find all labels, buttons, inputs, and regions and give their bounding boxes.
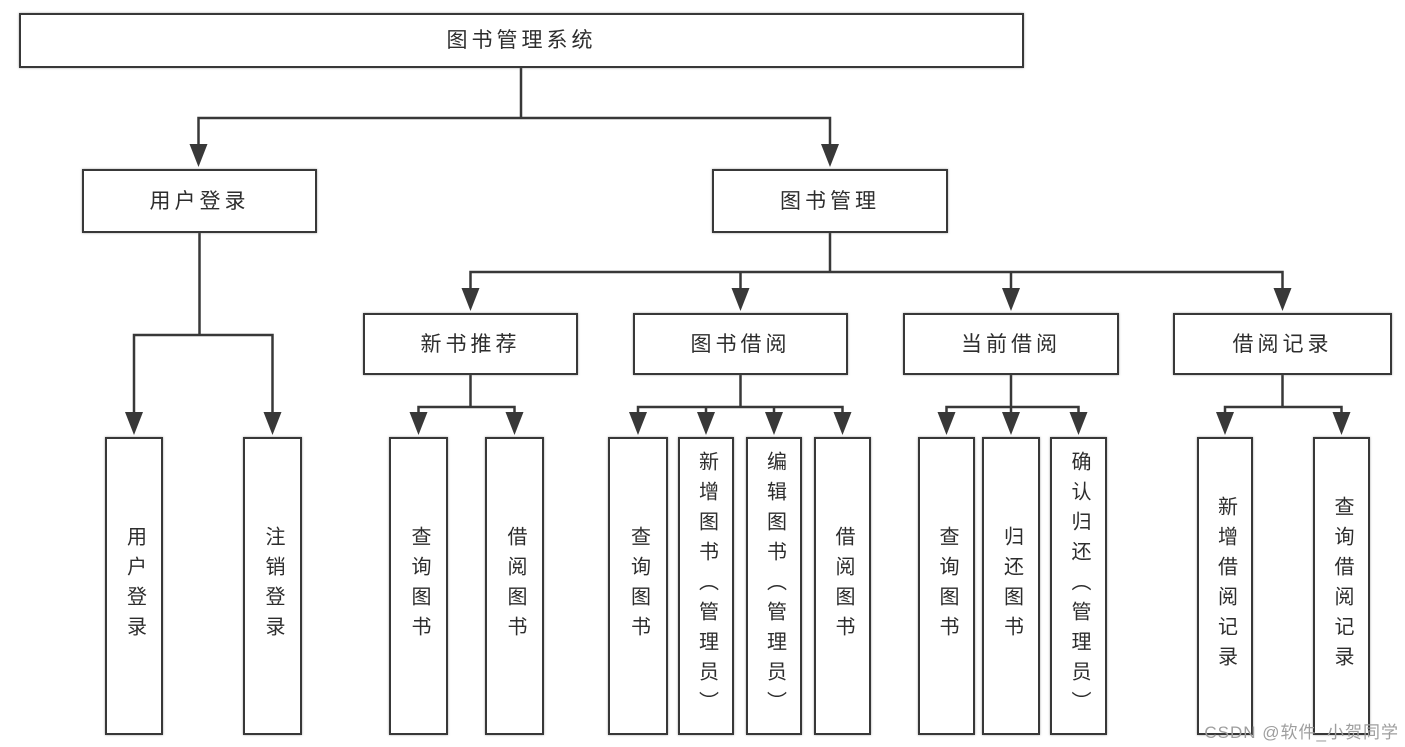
csdn-watermark: CSDN @软件_小贺同学 bbox=[1204, 723, 1399, 742]
node-library-management-system: 图书管理系统 bbox=[19, 13, 1024, 68]
leaf-label: 借阅图书 bbox=[504, 526, 526, 646]
node-new-book-recommendation: 新书推荐 bbox=[363, 313, 578, 375]
node-label: 当前借阅 bbox=[961, 332, 1061, 356]
leaf-confirm-return-admin: 确认归还（管理员） bbox=[1050, 437, 1107, 735]
leaf-borrow-books: 借阅图书 bbox=[814, 437, 871, 735]
leaf-label: 借阅图书 bbox=[832, 526, 854, 646]
node-current-borrowing: 当前借阅 bbox=[903, 313, 1119, 375]
node-borrowing-records: 借阅记录 bbox=[1173, 313, 1392, 375]
leaf-query-books-recommend: 查询图书 bbox=[389, 437, 448, 735]
leaf-query-books-current: 查询图书 bbox=[918, 437, 975, 735]
leaf-label: 用户登录 bbox=[123, 526, 146, 646]
leaf-query-books-borrowing: 查询图书 bbox=[608, 437, 668, 735]
node-label: 借阅记录 bbox=[1232, 332, 1333, 356]
leaf-return-books: 归还图书 bbox=[982, 437, 1040, 735]
leaf-query-borrow-record: 查询借阅记录 bbox=[1313, 437, 1370, 735]
node-label: 图书管理系统 bbox=[446, 29, 597, 52]
leaf-user-login: 用户登录 bbox=[105, 437, 163, 735]
leaf-logout: 注销登录 bbox=[243, 437, 302, 735]
leaf-label: 确认归还（管理员） bbox=[1068, 451, 1090, 721]
leaf-borrow-books-recommend: 借阅图书 bbox=[485, 437, 544, 735]
leaf-add-borrow-record: 新增借阅记录 bbox=[1197, 437, 1253, 735]
node-book-borrowing: 图书借阅 bbox=[633, 313, 848, 375]
leaf-label: 查询图书 bbox=[627, 526, 650, 646]
leaf-edit-books-admin: 编辑图书（管理员） bbox=[746, 437, 802, 735]
node-label: 用户登录 bbox=[149, 189, 250, 213]
node-label: 图书管理 bbox=[780, 189, 880, 213]
leaf-label: 查询图书 bbox=[408, 526, 430, 646]
node-book-management: 图书管理 bbox=[712, 169, 948, 233]
leaf-label: 新增图书（管理员） bbox=[695, 451, 718, 721]
node-user-login: 用户登录 bbox=[82, 169, 317, 233]
leaf-label: 查询借阅记录 bbox=[1331, 496, 1353, 676]
leaf-label: 归还图书 bbox=[1000, 526, 1023, 646]
node-label: 图书借阅 bbox=[690, 332, 791, 356]
leaf-label: 新增借阅记录 bbox=[1214, 496, 1237, 676]
leaf-label: 查询图书 bbox=[936, 526, 958, 646]
leaf-label: 注销登录 bbox=[262, 526, 284, 646]
node-label: 新书推荐 bbox=[420, 332, 521, 356]
leaf-label: 编辑图书（管理员） bbox=[763, 451, 786, 721]
leaf-add-books-admin: 新增图书（管理员） bbox=[678, 437, 734, 735]
